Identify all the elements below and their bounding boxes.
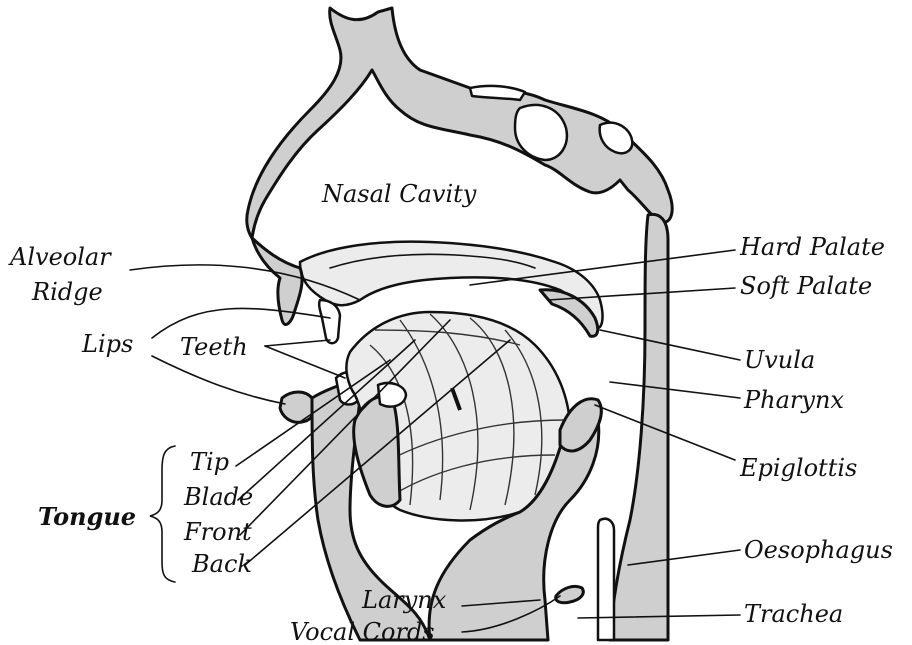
label-front: Front	[183, 518, 252, 546]
label-ridge: Ridge	[31, 278, 103, 306]
label-nasal-cavity: Nasal Cavity	[321, 180, 477, 208]
vocal-cords-shape	[556, 586, 584, 602]
upper-lip	[252, 238, 302, 325]
tongue	[346, 312, 570, 520]
tongue-brace	[150, 446, 175, 582]
label-oesophagus: Oesophagus	[744, 536, 893, 564]
label-epiglottis: Epiglottis	[739, 454, 857, 482]
label-larynx: Larynx	[361, 586, 447, 614]
label-lips: Lips	[81, 330, 133, 358]
label-pharynx: Pharynx	[743, 386, 844, 414]
label-back: Back	[191, 550, 252, 578]
label-soft-palate: Soft Palate	[740, 272, 872, 300]
label-blade: Blade	[183, 483, 253, 511]
label-hard-palate: Hard Palate	[739, 233, 885, 261]
oesophagus-channel	[598, 519, 614, 640]
label-tongue: Tongue	[38, 502, 136, 531]
upper-teeth	[319, 300, 340, 343]
lower-lip	[280, 392, 315, 422]
pharynx-wall	[610, 214, 668, 640]
label-trachea: Trachea	[744, 600, 843, 628]
label-vocal-cords: Vocal Cords	[290, 618, 435, 645]
label-uvula: Uvula	[744, 346, 815, 374]
label-teeth: Teeth	[180, 333, 248, 361]
label-tip: Tip	[190, 448, 229, 476]
label-alveolar: Alveolar	[8, 243, 112, 271]
